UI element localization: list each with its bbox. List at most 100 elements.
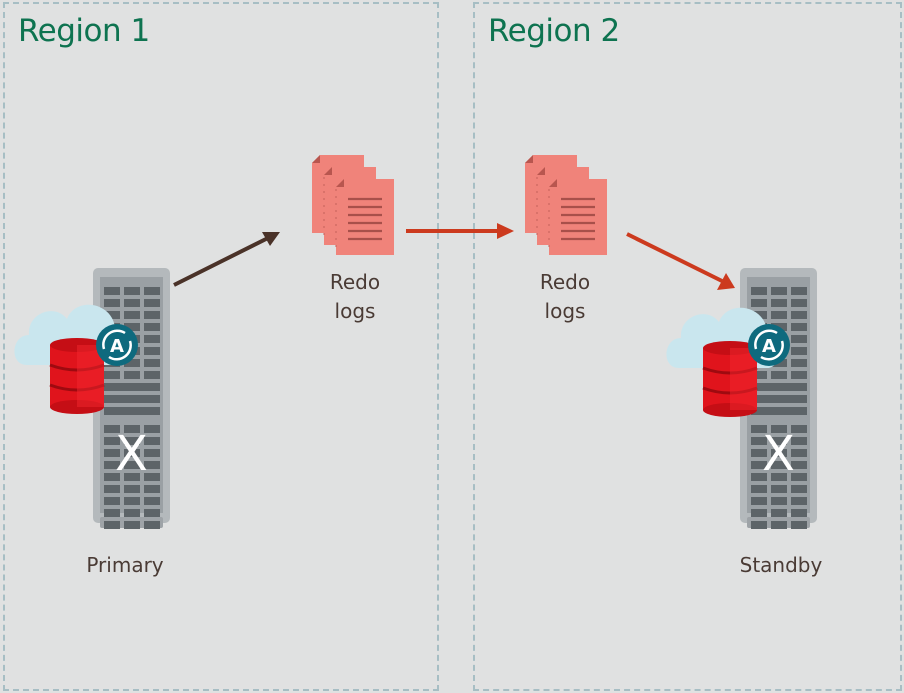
label-line: Redo	[539, 270, 591, 294]
rack-slot	[791, 473, 807, 481]
rack-slot	[791, 521, 807, 529]
svg-text:A: A	[110, 336, 124, 357]
rack-slot	[751, 437, 767, 445]
redo-logs-1-label: Redo logs	[300, 268, 410, 326]
rack-slot	[144, 323, 160, 331]
label-line: logs	[544, 299, 586, 323]
rack-slot	[144, 485, 160, 493]
rack-slot	[124, 461, 140, 469]
rack-slot	[791, 359, 807, 367]
rack-slot	[144, 287, 160, 295]
rack-slot	[104, 473, 120, 481]
rack-bay	[104, 383, 160, 391]
rack-slot	[771, 473, 787, 481]
svg-text:A: A	[762, 336, 776, 357]
rack-slot	[124, 485, 140, 493]
rack-slot	[771, 485, 787, 493]
primary-server-icon: X	[93, 268, 170, 529]
rack-slot	[751, 509, 767, 517]
rack-slot	[144, 509, 160, 517]
standby-label: Standby	[739, 553, 823, 577]
rack-slot	[124, 299, 140, 307]
rack-slot	[144, 461, 160, 469]
rack-slot	[771, 299, 787, 307]
rack-slot	[751, 473, 767, 481]
rack-slot	[791, 461, 807, 469]
rack-slot	[771, 521, 787, 529]
rack-slot	[124, 425, 140, 433]
rack-slot	[144, 473, 160, 481]
rack-slot	[144, 437, 160, 445]
rack-slot	[104, 299, 120, 307]
rack-slot	[124, 359, 140, 367]
autonomous-badge-icon: A	[96, 324, 138, 366]
arrow-redo1-to-redo2	[406, 223, 514, 239]
rack-slot	[124, 473, 140, 481]
rack-slot	[771, 461, 787, 469]
rack-slot	[144, 335, 160, 343]
rack-slot	[104, 425, 120, 433]
server-x-mark: X	[762, 426, 795, 482]
rack-slot	[791, 347, 807, 355]
rack-slot	[791, 335, 807, 343]
rack-slot	[144, 425, 160, 433]
rack-slot	[791, 371, 807, 379]
rack-slot	[771, 497, 787, 505]
rack-slot	[791, 425, 807, 433]
rack-slot	[124, 287, 140, 295]
rack-slot	[144, 311, 160, 319]
rack-slot	[124, 497, 140, 505]
arrow-primary-to-redo1	[173, 232, 280, 287]
rack-slot	[104, 449, 120, 457]
rack-bay	[751, 395, 807, 403]
rack-slot	[791, 509, 807, 517]
rack-slot	[771, 449, 787, 457]
rack-slot	[104, 371, 120, 379]
rack-slot	[144, 371, 160, 379]
rack-slot	[104, 437, 120, 445]
rack-slot	[791, 323, 807, 331]
label-line: logs	[334, 299, 376, 323]
rack-bay	[104, 407, 160, 415]
region-1-box	[3, 2, 439, 691]
rack-slot	[771, 311, 787, 319]
rack-bay	[751, 383, 807, 391]
rack-slot	[104, 311, 120, 319]
rack-slot	[791, 497, 807, 505]
rack-slot	[791, 287, 807, 295]
rack-slot	[104, 485, 120, 493]
label-line: Redo	[329, 270, 381, 294]
primary-cloud-db-icon: A	[14, 304, 138, 414]
rack-slot	[104, 287, 120, 295]
rack-slot	[791, 299, 807, 307]
region-2-title: Region 2	[488, 13, 620, 49]
redo-logs-2-label: Redo logs	[510, 268, 620, 326]
autonomous-badge-icon: A	[748, 324, 790, 366]
rack-slot	[144, 521, 160, 529]
rack-slot	[751, 461, 767, 469]
rack-slot	[751, 521, 767, 529]
rack-slot	[124, 371, 140, 379]
rack-slot	[104, 509, 120, 517]
region-1-title: Region 1	[18, 13, 150, 49]
rack-slot	[124, 311, 140, 319]
rack-slot	[144, 449, 160, 457]
rack-bay	[751, 407, 807, 415]
rack-slot	[124, 521, 140, 529]
rack-slot	[751, 497, 767, 505]
standby-cloud-db-icon: A	[666, 307, 790, 417]
rack-slot	[791, 485, 807, 493]
rack-slot	[144, 299, 160, 307]
primary-label: Primary	[86, 553, 164, 577]
server-x-mark: X	[115, 426, 148, 482]
rack-slot	[124, 449, 140, 457]
rack-slot	[751, 425, 767, 433]
rack-slot	[124, 437, 140, 445]
region-2-box	[473, 2, 902, 691]
rack-slot	[104, 461, 120, 469]
rack-slot	[104, 521, 120, 529]
redo-logs-1-icon	[310, 153, 396, 257]
rack-slot	[771, 371, 787, 379]
rack-slot	[144, 359, 160, 367]
